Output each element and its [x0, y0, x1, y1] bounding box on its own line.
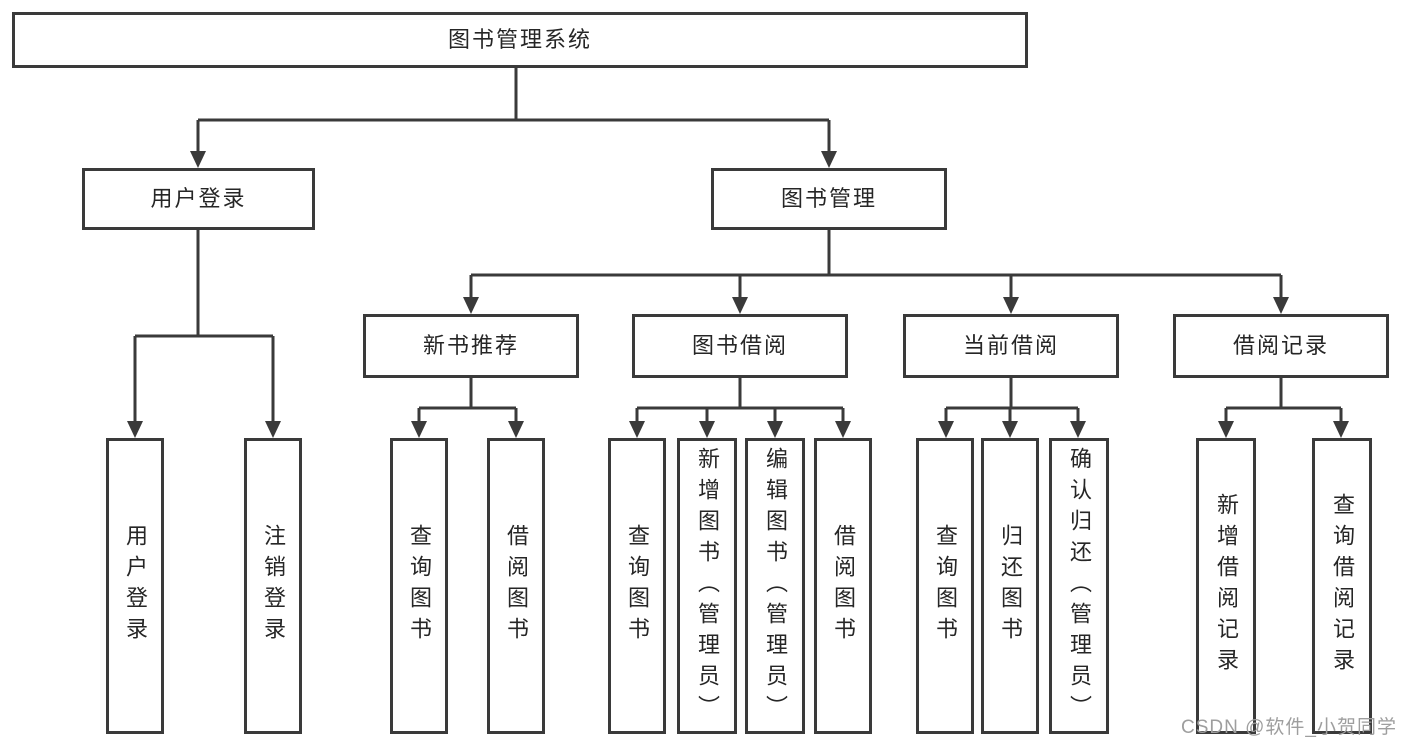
node-leaf-borrow-book-1-label: 借阅图书	[504, 524, 529, 648]
node-new-book-recommend: 新书推荐	[363, 314, 579, 378]
watermark: CSDN @软件_小贺同学	[1181, 717, 1397, 738]
node-leaf-query-borrow-record: 查询借阅记录	[1312, 438, 1372, 734]
node-book-management: 图书管理	[711, 168, 947, 230]
node-current-borrow-label: 当前借阅	[962, 333, 1059, 358]
node-leaf-edit-book-admin: 编辑图书（管理员）	[745, 438, 805, 734]
node-leaf-logout: 注销登录	[244, 438, 302, 734]
node-leaf-add-borrow-record: 新增借阅记录	[1196, 438, 1256, 734]
node-leaf-confirm-return-admin-label: 确认归还（管理员）	[1067, 446, 1092, 726]
node-current-borrow: 当前借阅	[903, 314, 1119, 378]
node-book-borrow: 图书借阅	[632, 314, 848, 378]
node-leaf-query-book-3-label: 查询图书	[933, 524, 958, 648]
node-leaf-borrow-book-1: 借阅图书	[487, 438, 545, 734]
node-root-label: 图书管理系统	[447, 27, 592, 52]
node-leaf-borrow-book-2: 借阅图书	[814, 438, 872, 734]
node-leaf-query-book-3: 查询图书	[916, 438, 974, 734]
node-leaf-add-book-admin-label: 新增图书（管理员）	[695, 446, 720, 726]
node-leaf-query-book-2: 查询图书	[608, 438, 666, 734]
node-leaf-query-borrow-record-label: 查询借阅记录	[1330, 493, 1355, 679]
node-leaf-return-book: 归还图书	[981, 438, 1039, 734]
node-leaf-user-login: 用户登录	[106, 438, 164, 734]
node-borrow-record: 借阅记录	[1173, 314, 1389, 378]
node-leaf-add-book-admin: 新增图书（管理员）	[677, 438, 737, 734]
node-leaf-logout-label: 注销登录	[261, 524, 286, 648]
node-book-management-label: 图书管理	[780, 186, 877, 211]
node-leaf-return-book-label: 归还图书	[998, 524, 1023, 648]
node-leaf-query-book-2-label: 查询图书	[625, 524, 650, 648]
node-leaf-edit-book-admin-label: 编辑图书（管理员）	[763, 446, 788, 726]
node-borrow-record-label: 借阅记录	[1232, 333, 1329, 358]
node-new-book-recommend-label: 新书推荐	[422, 333, 519, 358]
node-root: 图书管理系统	[12, 12, 1028, 68]
node-leaf-query-book-1: 查询图书	[390, 438, 448, 734]
node-leaf-query-book-1-label: 查询图书	[407, 524, 432, 648]
node-leaf-add-borrow-record-label: 新增借阅记录	[1214, 493, 1239, 679]
node-user-login: 用户登录	[82, 168, 315, 230]
node-user-login-label: 用户登录	[150, 186, 247, 211]
node-leaf-confirm-return-admin: 确认归还（管理员）	[1049, 438, 1109, 734]
node-leaf-borrow-book-2-label: 借阅图书	[831, 524, 856, 648]
node-leaf-user-login-label: 用户登录	[123, 524, 148, 648]
node-book-borrow-label: 图书借阅	[691, 333, 788, 358]
